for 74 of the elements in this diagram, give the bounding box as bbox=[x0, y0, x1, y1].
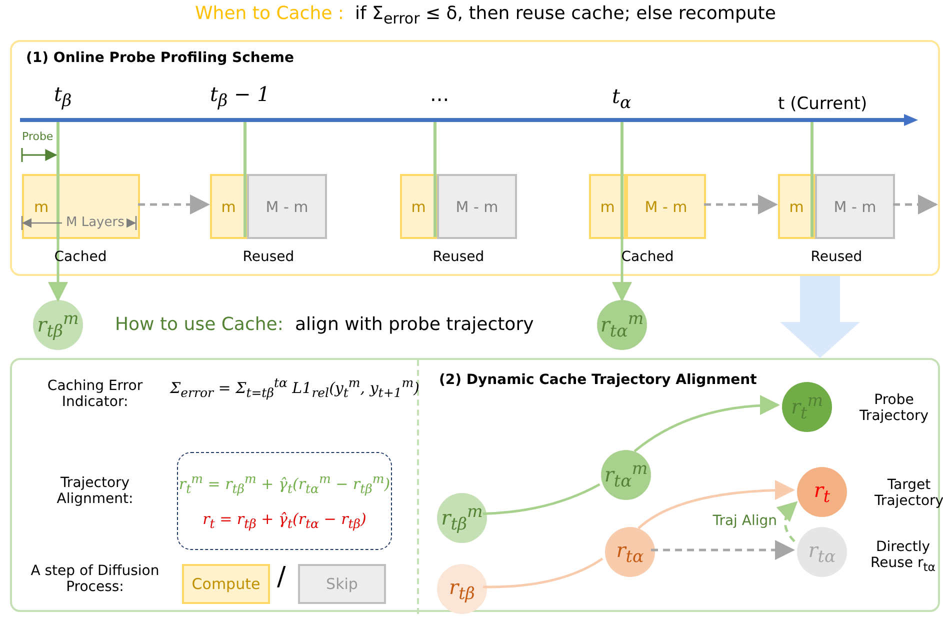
formula-box bbox=[177, 452, 392, 550]
caption-label: Probe Trajectory bbox=[858, 392, 930, 424]
caption-label: Reused bbox=[432, 249, 486, 265]
compute-box bbox=[182, 564, 270, 604]
math-label: r$_{tα}$ bbox=[616, 538, 644, 566]
arrow bbox=[138, 194, 210, 214]
heading-label: if Σ$_{error}$ ≤ δ, then reuse cache; else recompute bbox=[355, 3, 776, 28]
tick-label: t (Current) bbox=[778, 94, 868, 114]
node-label: m bbox=[600, 198, 615, 216]
node-label: Compute bbox=[192, 575, 260, 593]
connector-line bbox=[483, 558, 604, 588]
arrow bbox=[612, 237, 632, 302]
block-arrow bbox=[780, 276, 860, 358]
node-label: M - m bbox=[456, 198, 498, 216]
formula-text: r$_{t}$$^{m}$ = r$_{tβ}$$^{m}$ + γ̂$_{t}$(r$_{tα}$$^{m}$ − r$_{tβ}$$^{m}$) bbox=[178, 471, 390, 496]
layer-block bbox=[210, 174, 327, 239]
caption-label: Cached bbox=[53, 249, 108, 265]
node-label: M - m bbox=[834, 198, 876, 216]
arrow bbox=[651, 540, 795, 560]
tick-label: t$_{β}$ bbox=[54, 82, 72, 110]
caption-label: Reused bbox=[810, 249, 864, 265]
panel-section bbox=[417, 360, 942, 614]
arrow bbox=[638, 480, 795, 530]
dimension-label: Probe bbox=[22, 130, 54, 143]
math-label: r$_{tβ}$ bbox=[449, 575, 475, 603]
heading-label: align with probe trajectory bbox=[295, 314, 534, 335]
layer-block bbox=[400, 174, 517, 239]
row-label: Caching Error Indicator: bbox=[46, 378, 144, 410]
state-circle bbox=[782, 382, 832, 432]
arrow bbox=[704, 194, 778, 214]
node-label: m bbox=[411, 198, 426, 216]
math-label: r$_{tα}$ bbox=[808, 538, 836, 566]
formula-text: Σ$_{error}$ = Σ$_{t=tβ}$$^{tα}$ L1$_{rel}$(y$_{t}$$^{m}$, y$_{t+1}$$^{m}$) bbox=[170, 375, 420, 400]
state-circle bbox=[797, 467, 847, 517]
arrow bbox=[48, 237, 68, 302]
skip-box bbox=[298, 564, 386, 604]
math-label: r$_{t}$ bbox=[814, 478, 830, 506]
edge-label: Traj Align bbox=[710, 513, 779, 529]
panel-title: (2) Dynamic Cache Trajectory Alignment bbox=[439, 372, 757, 388]
node-label: M - m bbox=[266, 198, 308, 216]
node-label: m bbox=[34, 198, 49, 216]
state-circle bbox=[601, 450, 651, 500]
node-label: m bbox=[221, 198, 236, 216]
node-label: M - m bbox=[644, 198, 688, 216]
layer-block bbox=[778, 174, 895, 239]
layer-block bbox=[589, 174, 706, 239]
state-circle bbox=[605, 527, 655, 577]
caption-label: Reused bbox=[242, 249, 296, 265]
caption-label: Cached bbox=[620, 249, 675, 265]
caption-label: Directly Reuse r$_{tα}$ bbox=[870, 539, 936, 574]
separator-label: / bbox=[277, 562, 286, 592]
formula-text: r$_{t}$ = r$_{tβ}$ + γ̂$_{t}$(r$_{tα}$ − r$_{tβ}$) bbox=[202, 510, 366, 531]
row-label: A step of Diffusion Process: bbox=[30, 563, 160, 595]
arrow bbox=[634, 395, 780, 452]
node-label: m bbox=[789, 198, 804, 216]
tick-label: t$_{β}$ − 1 bbox=[210, 82, 270, 110]
state-circle bbox=[33, 300, 83, 350]
connector-line bbox=[482, 483, 600, 516]
state-circle bbox=[597, 300, 647, 350]
panel bbox=[10, 40, 940, 276]
state-circle bbox=[797, 527, 847, 577]
panel-title: (1) Online Probe Profiling Scheme bbox=[26, 50, 294, 66]
tick-label: t$_{α}$ bbox=[612, 84, 632, 112]
state-circle bbox=[437, 493, 487, 543]
state-circle bbox=[437, 564, 487, 614]
row-label: Trajectory Alignment: bbox=[56, 475, 134, 507]
dimension-label: M Layers bbox=[64, 215, 126, 230]
caption-label: Target Trajectory bbox=[873, 477, 943, 509]
node-label: Skip bbox=[326, 575, 358, 593]
heading-label: How to use Cache: bbox=[115, 314, 284, 335]
heading-label: When to Cache : bbox=[195, 3, 344, 24]
arrow bbox=[893, 194, 938, 214]
tick-label: ... bbox=[430, 82, 450, 106]
arrow bbox=[776, 501, 798, 542]
